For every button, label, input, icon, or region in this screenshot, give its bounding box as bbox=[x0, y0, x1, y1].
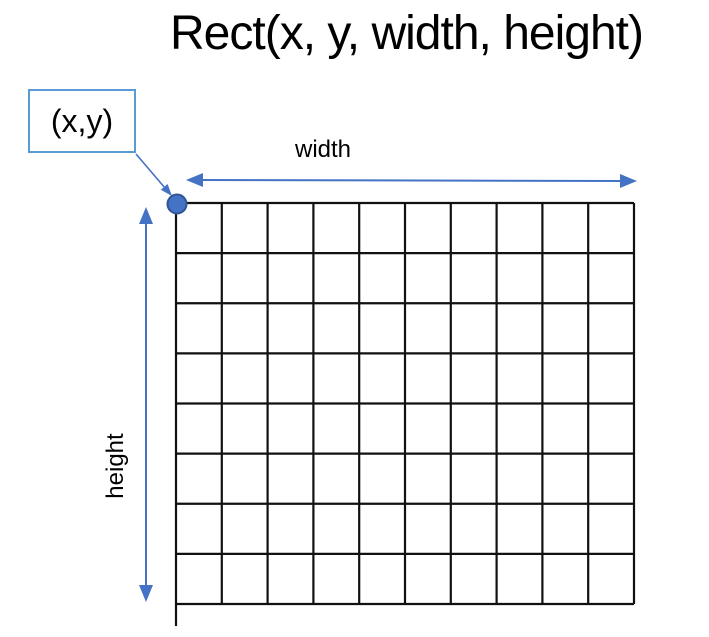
width-arrow-right-head-icon bbox=[620, 174, 637, 188]
callout-leader-line bbox=[135, 153, 166, 189]
callout-arrowhead-icon bbox=[160, 184, 172, 196]
width-arrow-line bbox=[200, 179, 623, 182]
origin-point-marker bbox=[166, 193, 188, 215]
width-dimension-label: width bbox=[294, 136, 352, 163]
grid bbox=[174, 201, 636, 626]
width-arrow-left-head-icon bbox=[186, 173, 203, 187]
diagram-title: Rect(x, y, width, height) bbox=[170, 7, 644, 60]
xy-callout-box: (x,y) bbox=[28, 89, 136, 153]
xy-callout-label: (x,y) bbox=[50, 102, 114, 139]
height-arrow-bottom-head-icon bbox=[139, 585, 153, 602]
height-arrow-top-head-icon bbox=[139, 207, 153, 224]
